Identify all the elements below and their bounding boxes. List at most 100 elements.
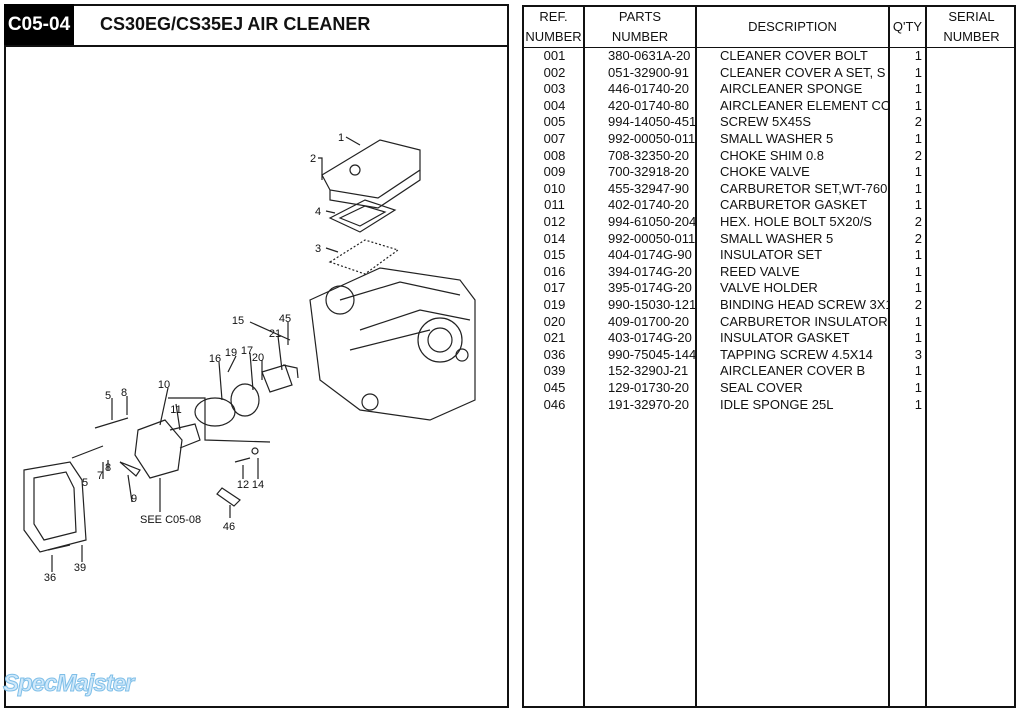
quantity: 1	[914, 164, 922, 180]
callout-label: 36	[44, 572, 56, 584]
callout-label: 5	[105, 390, 111, 402]
part-number: 404-0174G-90	[608, 247, 692, 263]
watermark-logo: SpecMajster	[2, 670, 134, 698]
callout-label: 11	[170, 404, 181, 416]
table-row: 015 404-0174G-90 INSULATOR SET 1	[524, 247, 1014, 263]
callout-label: 39	[74, 562, 86, 574]
part-number: 395-0174G-20	[608, 280, 692, 296]
column-divider	[888, 7, 890, 706]
part-number: 402-01740-20	[608, 197, 689, 213]
quantity: 1	[914, 64, 922, 80]
description: TAPPING SCREW 4.5X14	[720, 346, 873, 362]
description: SEAL COVER	[720, 380, 803, 395]
callout-label: 8	[121, 387, 127, 399]
ref-number: 015	[543, 247, 566, 263]
quantity: 1	[914, 313, 922, 329]
description: AIRCLEANER COVER B	[720, 363, 866, 379]
quantity: 2	[914, 114, 922, 130]
ref-number: 001	[543, 48, 566, 63]
part-number: 990-75045-144	[608, 346, 697, 362]
page-title: CS30EG/CS35EJ AIR CLEANER	[100, 14, 371, 34]
quantity: 1	[914, 263, 922, 279]
part-number: 051-32900-91	[608, 64, 689, 80]
quantity: 2	[914, 147, 922, 163]
ref-number: 014	[543, 230, 566, 246]
ref-number: 003	[543, 81, 566, 97]
quantity: 1	[914, 380, 922, 395]
description: SMALL WASHER 5	[720, 131, 834, 146]
section-code: C05-04	[4, 4, 74, 46]
part-number: 994-61050-204	[608, 214, 697, 229]
header-ref: REF. NUMBER	[524, 7, 583, 47]
ref-number: 020	[543, 313, 566, 329]
header-ref-line2: NUMBER	[525, 29, 582, 44]
ref-number: 016	[543, 263, 566, 279]
quantity: 2	[914, 214, 922, 229]
description: CARBURETOR INSULATOR	[720, 313, 888, 329]
part-number: 992-00050-011	[608, 230, 696, 246]
header-serial-line2: NUMBER	[943, 29, 1000, 44]
header-qty: Q'TY	[892, 19, 923, 34]
description: INSULATOR SET	[720, 247, 823, 263]
description: REED VALVE	[720, 263, 800, 279]
description: SCREW 5X45S	[720, 114, 812, 130]
ref-number: 019	[543, 297, 566, 312]
callout-label: 16	[209, 353, 221, 365]
quantity: 3	[914, 346, 922, 362]
column-divider	[925, 7, 927, 706]
description: BINDING HEAD SCREW 3X1	[720, 297, 888, 312]
callout-label: 8	[105, 462, 111, 474]
quantity: 1	[914, 247, 922, 263]
part-number: 994-14050-451	[608, 114, 697, 130]
callout-label: 46	[223, 521, 235, 533]
description: CHOKE SHIM 0.8	[720, 147, 825, 163]
header-description: DESCRIPTION	[748, 19, 837, 34]
ref-number: 008	[543, 147, 566, 163]
description: HEX. HOLE BOLT 5X20/S	[720, 214, 872, 229]
quantity: 1	[914, 363, 922, 379]
part-number: 191-32970-20	[608, 396, 689, 412]
quantity: 1	[914, 197, 922, 213]
part-number: 992-00050-011	[608, 131, 696, 146]
column-divider	[583, 7, 585, 706]
part-number: 700-32918-20	[608, 164, 689, 180]
ref-number: 036	[543, 346, 566, 362]
part-number: 409-01700-20	[608, 313, 689, 329]
quantity: 1	[914, 180, 922, 196]
quantity: 1	[914, 131, 922, 146]
ref-number: 046	[543, 396, 566, 412]
header-ref-line1: REF.	[539, 9, 568, 24]
callout-label: 9	[131, 493, 137, 505]
quantity: 2	[914, 230, 922, 246]
callout-label: 3	[315, 243, 321, 255]
part-number: 420-01740-80	[608, 97, 689, 113]
diagram-panel	[4, 4, 509, 708]
callout-label: 2	[310, 153, 316, 165]
callout-label: 17	[241, 345, 253, 357]
table-row: 020 409-01700-20 CARBURETOR INSULATOR 1	[524, 314, 1014, 330]
description: VALVE HOLDER	[720, 280, 818, 296]
header-parts-line1: PARTS	[618, 9, 662, 24]
description: CARBURETOR GASKET	[720, 197, 868, 213]
header-parts-line2: NUMBER	[611, 29, 669, 44]
quantity: 1	[914, 396, 922, 412]
part-number: 446-01740-20	[608, 81, 689, 97]
callout-label: 45	[279, 313, 291, 325]
table-row: 036 990-75045-144 TAPPING SCREW 4.5X14 3	[524, 347, 1014, 363]
ref-number: 021	[543, 330, 566, 346]
part-number: 990-15030-121	[608, 297, 697, 312]
